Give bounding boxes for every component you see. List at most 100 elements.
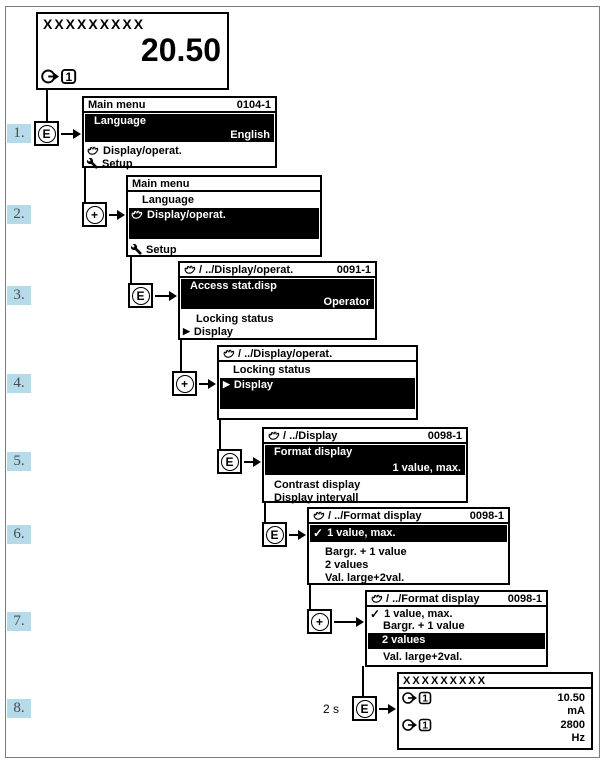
menu-item-label: Setup	[102, 157, 133, 170]
screen-title: / ../Display/operat.	[199, 263, 294, 276]
enter-key-label: E	[355, 699, 374, 718]
menu-item: Language	[142, 193, 320, 207]
option-item: Bargr. + 1 value	[325, 545, 508, 558]
parameter-name: Language	[94, 115, 146, 127]
plus-key-button: +	[307, 609, 332, 634]
menu-item: Setup	[87, 157, 275, 170]
option-item: Bargr. + 1 value	[383, 620, 546, 632]
svg-text:1: 1	[422, 720, 428, 731]
menu-item-label: Display	[193, 325, 234, 338]
output-1-icon: 1	[402, 691, 432, 705]
option-label: 2 values	[382, 634, 426, 646]
arrow-icon	[199, 379, 216, 389]
menu-item-label: Contrast display	[274, 478, 361, 491]
measured-value: 2800	[560, 718, 585, 731]
screen-display-operat-display: / ../Display/operat. Locking status ▶ Di…	[217, 345, 418, 420]
value-row: 1 2800	[402, 718, 585, 731]
menu-item-label: Display intervall	[274, 491, 359, 504]
arrow-icon	[379, 704, 396, 714]
plus-key-label: +	[175, 374, 194, 393]
unit-label: Hz	[571, 731, 585, 744]
value-row: 1 10.50	[402, 691, 585, 704]
enter-key-button: E	[352, 696, 377, 721]
screen-format-display-2values: / ../Format display 0098-1 ✓ 1 value, ma…	[365, 590, 548, 667]
menu-item-label: Locking status	[233, 364, 311, 376]
step-number-6: 6.	[7, 525, 31, 544]
check-icon: ✓	[370, 607, 381, 621]
connector-line	[180, 339, 182, 372]
screen-title: / ../Format display	[386, 592, 480, 605]
screen-display-format: / ../Display 0098-1 Format display 1 val…	[262, 427, 468, 504]
option-label: Bargr. + 1 value	[325, 545, 407, 558]
enter-key-button: E	[128, 283, 153, 308]
menu-item-label: Language	[142, 194, 194, 206]
screen-operational-two-values: XXXXXXXXX 1 10.50 mA 1 2800 Hz	[397, 672, 593, 750]
option-label: Val. large+2val.	[325, 571, 405, 584]
operation-menu-icon	[268, 430, 280, 441]
menu-code: 0104-1	[236, 98, 271, 111]
option-label: Bargr. + 1 value	[383, 620, 465, 632]
plus-key-label: +	[310, 612, 329, 631]
selected-row: ▶ Display	[220, 378, 415, 409]
option-label: Val. large+2val.	[383, 651, 463, 663]
screen-display-operat-access: / ../Display/operat. 0091-1 Access stat.…	[178, 261, 377, 340]
plus-key-button: +	[172, 371, 197, 396]
selected-row: Language English	[85, 114, 274, 142]
enter-key-button: E	[262, 522, 287, 547]
enter-key-label: E	[37, 124, 56, 143]
option-item: ✓ 1 value, max.	[370, 608, 546, 620]
arrow-icon	[61, 129, 81, 139]
screen-main-menu-language: Main menu 0104-1 Language English Displa…	[82, 96, 277, 170]
screen-title: Main menu	[88, 98, 146, 111]
step-number-5: 5.	[7, 452, 31, 471]
device-tag: XXXXXXXXX	[403, 674, 488, 687]
check-icon: ✓	[313, 525, 324, 540]
screen-title: / ../Display	[283, 429, 338, 442]
connector-line	[130, 256, 132, 284]
step-number-4: 4.	[7, 374, 31, 393]
parameter-name: Format display	[274, 446, 353, 458]
option-item: Val. large+2val.	[383, 651, 546, 663]
svg-text:1: 1	[65, 70, 72, 84]
arrow-icon	[334, 617, 364, 627]
step-number-7: 7.	[7, 612, 31, 631]
menu-item: Setup	[131, 243, 320, 256]
arrow-icon	[289, 530, 306, 540]
menu-item: Display/operat.	[87, 144, 275, 157]
selected-row: Display/operat.	[129, 208, 319, 239]
plus-key-button: +	[82, 202, 107, 227]
parameter-name: Access stat.disp	[190, 280, 277, 292]
step-number-1: 1.	[7, 124, 31, 143]
operational-display: XXXXXXXXX 20.50 1	[36, 12, 229, 90]
step-number-3: 3.	[7, 286, 31, 305]
pointer-icon: ▶	[223, 379, 230, 389]
arrow-icon	[109, 210, 125, 220]
enter-key-button: E	[217, 449, 242, 474]
menu-item: ▶ Display	[183, 325, 375, 338]
parameter-value: English	[230, 129, 270, 141]
menu-item: Locking status	[196, 312, 375, 325]
menu-code: 0098-1	[507, 592, 542, 605]
option-item: 2 values	[325, 558, 508, 571]
operation-menu-icon	[371, 593, 383, 604]
enter-key-button: E	[34, 121, 59, 146]
step-number-8: 8.	[7, 699, 31, 718]
connector-line	[309, 584, 311, 610]
plus-key-label: +	[85, 205, 104, 224]
operation-menu-icon	[223, 348, 235, 359]
screen-title: Main menu	[132, 177, 190, 190]
wrench-icon	[87, 158, 98, 169]
enter-key-label: E	[220, 452, 239, 471]
screen-title: / ../Format display	[328, 509, 422, 522]
menu-item: Locking status	[233, 363, 416, 377]
operation-menu-icon	[313, 510, 325, 521]
arrow-icon	[155, 291, 177, 301]
output-2-icon: 1	[402, 718, 432, 732]
menu-item-label: Locking status	[196, 312, 274, 325]
unit-label: mA	[567, 704, 585, 717]
operation-menu-icon	[184, 264, 196, 275]
option-label: 2 values	[325, 558, 369, 571]
screen-main-menu-display-operat: Main menu Language Display/operat. Setup	[126, 175, 322, 257]
menu-code: 0098-1	[469, 509, 504, 522]
